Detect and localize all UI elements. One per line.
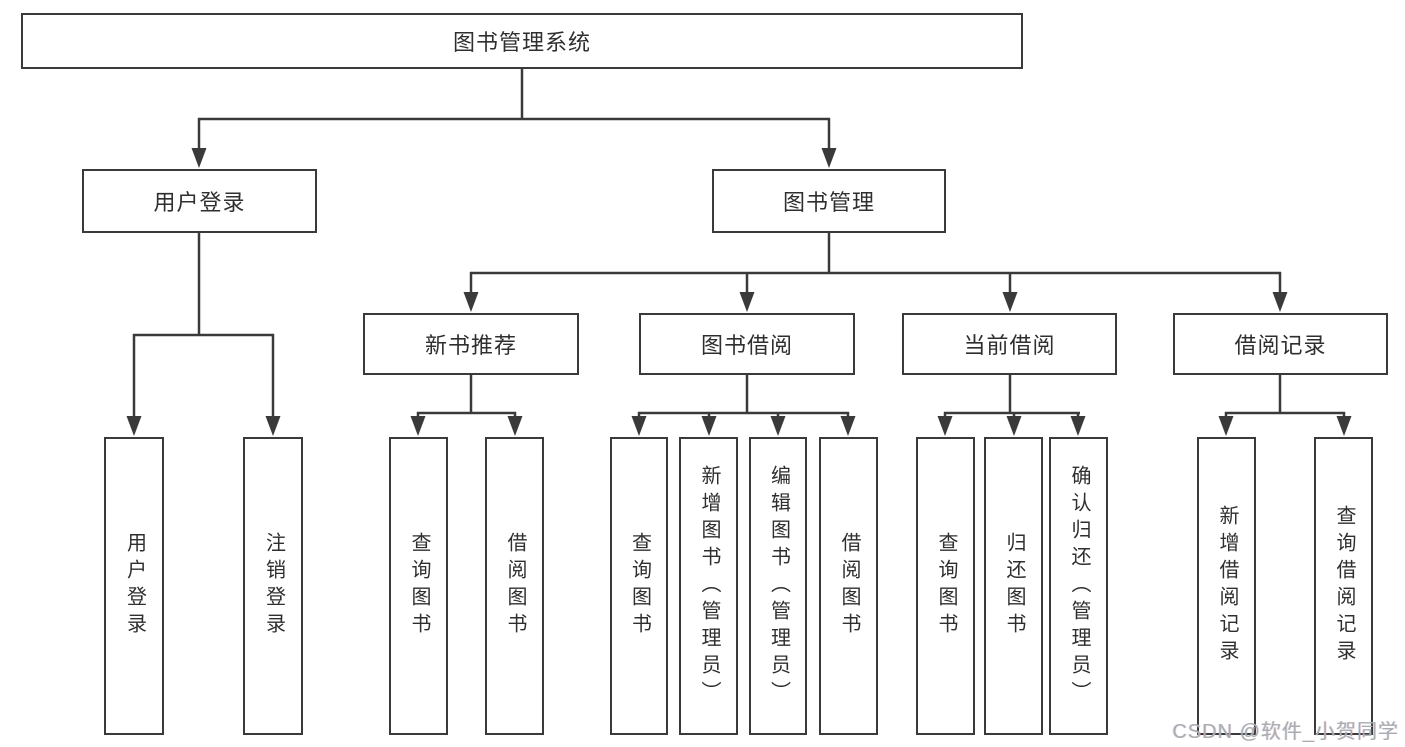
connector-records-to-leaves bbox=[1218, 375, 1352, 436]
node-label: 图书借阅 bbox=[700, 333, 793, 358]
arrowhead-icon bbox=[1336, 416, 1352, 436]
arrowhead-icon bbox=[1002, 292, 1018, 312]
node-label: 查询借阅记录 bbox=[1333, 505, 1355, 667]
node-book-management: 图书管理 bbox=[712, 169, 946, 233]
node-leaf-add-borrow-record: 新增借阅记录 bbox=[1197, 437, 1256, 735]
connector-recommend-to-leaves bbox=[410, 375, 523, 436]
arrowhead-icon bbox=[126, 416, 142, 436]
arrowhead-icon bbox=[191, 148, 207, 168]
connector-root-to-level2 bbox=[191, 67, 837, 168]
node-book-borrow: 图书借阅 bbox=[639, 313, 855, 375]
node-label: 当前借阅 bbox=[963, 333, 1056, 358]
node-leaf-borrow-query-books: 查询图书 bbox=[610, 437, 668, 735]
node-leaf-logout: 注销登录 bbox=[243, 437, 303, 735]
node-leaf-confirm-return-admin: 确认归还（管理员） bbox=[1049, 437, 1108, 735]
arrowhead-icon bbox=[701, 416, 717, 436]
node-label: 新书推荐 bbox=[424, 333, 517, 358]
node-label: 借阅图书 bbox=[838, 532, 860, 640]
node-label: 借阅记录 bbox=[1234, 333, 1327, 358]
node-label: 查询图书 bbox=[935, 532, 957, 640]
node-leaf-recommend-borrow-books: 借阅图书 bbox=[485, 437, 544, 735]
node-label: 新增借阅记录 bbox=[1216, 505, 1238, 667]
node-leaf-user-login: 用户登录 bbox=[104, 437, 164, 735]
node-label: 用户登录 bbox=[123, 532, 146, 640]
node-label: 用户登录 bbox=[153, 190, 246, 215]
arrowhead-icon bbox=[631, 416, 647, 436]
arrowhead-icon bbox=[739, 292, 755, 312]
node-leaf-recommend-query-books: 查询图书 bbox=[389, 437, 448, 735]
connector-borrow-to-leaves bbox=[631, 375, 856, 436]
node-root-system: 图书管理系统 bbox=[21, 13, 1023, 69]
arrowhead-icon bbox=[265, 416, 281, 436]
arrowhead-icon bbox=[410, 416, 426, 436]
node-label: 确认归还（管理员） bbox=[1068, 464, 1090, 708]
arrowhead-icon bbox=[937, 416, 953, 436]
arrowhead-icon bbox=[463, 292, 479, 312]
node-user-login: 用户登录 bbox=[82, 169, 317, 233]
node-current-borrow: 当前借阅 bbox=[902, 313, 1117, 375]
connector-current-to-leaves bbox=[937, 375, 1086, 436]
arrowhead-icon bbox=[770, 416, 786, 436]
node-label: 注销登录 bbox=[262, 532, 285, 640]
node-leaf-return-books: 归还图书 bbox=[984, 437, 1043, 735]
node-label: 图书管理系统 bbox=[452, 30, 591, 55]
node-leaf-current-query-books: 查询图书 bbox=[916, 437, 975, 735]
arrowhead-icon bbox=[1218, 416, 1234, 436]
arrowhead-icon bbox=[840, 416, 856, 436]
node-leaf-query-borrow-record: 查询借阅记录 bbox=[1314, 437, 1373, 735]
arrowhead-icon bbox=[1006, 416, 1022, 436]
node-leaf-add-books-admin: 新增图书（管理员） bbox=[679, 437, 738, 735]
arrowhead-icon bbox=[1070, 416, 1086, 436]
node-label: 编辑图书（管理员） bbox=[767, 464, 790, 708]
arrowhead-icon bbox=[1272, 292, 1288, 312]
node-label: 图书管理 bbox=[782, 190, 875, 215]
node-label: 借阅图书 bbox=[504, 532, 526, 640]
node-leaf-edit-books-admin: 编辑图书（管理员） bbox=[749, 437, 807, 735]
node-label: 查询图书 bbox=[408, 532, 430, 640]
csdn-watermark: CSDN @软件_小贺同学 bbox=[1172, 721, 1399, 743]
arrowhead-icon bbox=[507, 416, 523, 436]
connector-mgmt-to-level3 bbox=[463, 233, 1288, 312]
node-label: 查询图书 bbox=[628, 532, 651, 640]
node-label: 归还图书 bbox=[1003, 532, 1025, 640]
node-borrow-records: 借阅记录 bbox=[1173, 313, 1388, 375]
arrowhead-icon bbox=[821, 148, 837, 168]
node-label: 新增图书（管理员） bbox=[698, 464, 720, 708]
node-leaf-borrow-books: 借阅图书 bbox=[819, 437, 878, 735]
connector-login-to-leaves bbox=[126, 233, 281, 436]
node-new-book-recommend: 新书推荐 bbox=[363, 313, 579, 375]
